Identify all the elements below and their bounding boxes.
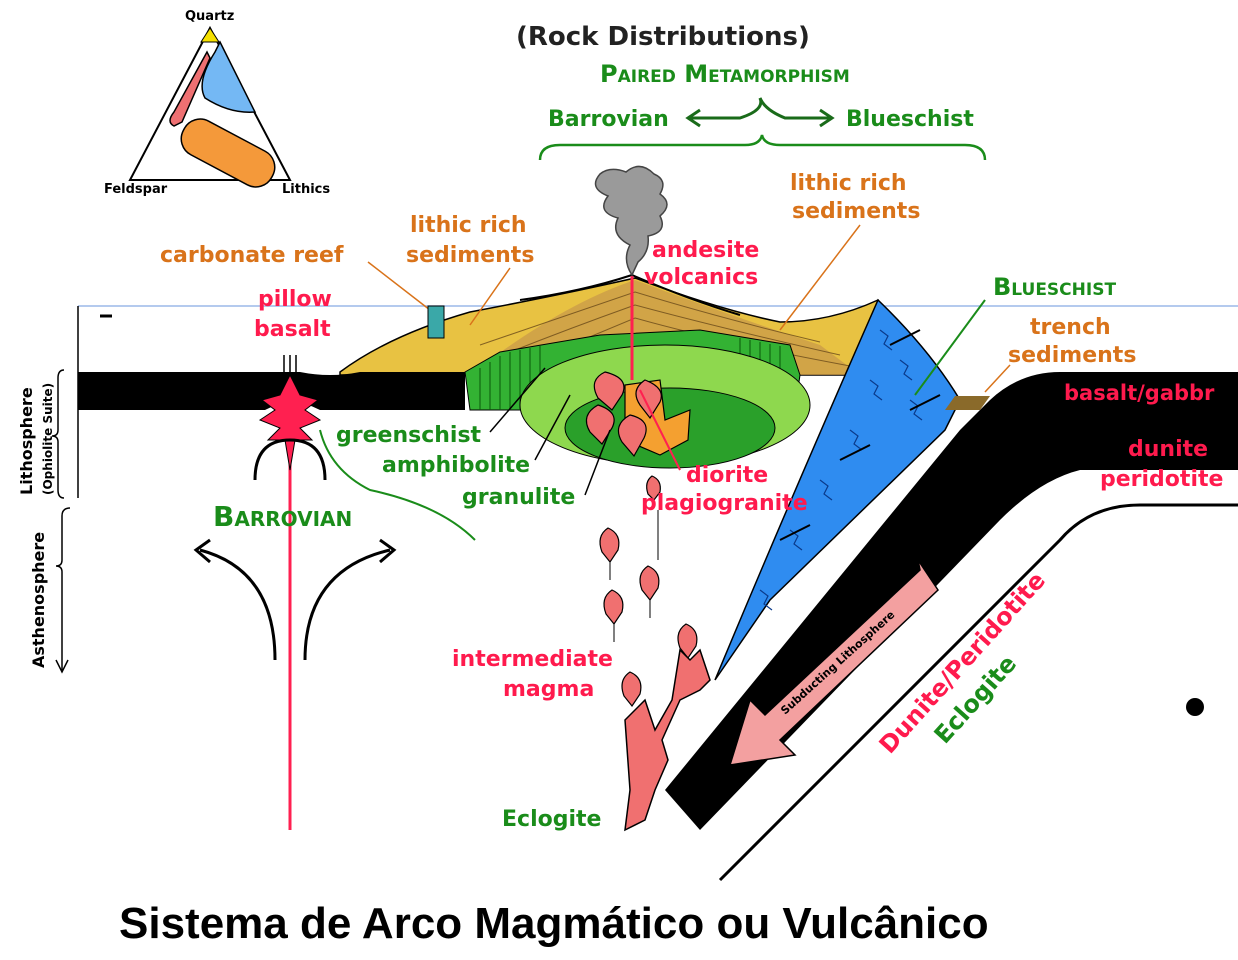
- basalt-gabbro-label: basalt/gabbr: [1064, 381, 1215, 405]
- magma-chamber: [585, 371, 691, 458]
- carbonate-reef-label: carbonate reef: [160, 243, 344, 268]
- barrovian-header-label: Barrovian: [548, 107, 669, 132]
- lithic-rich-right-label-1: lithic rich: [790, 171, 907, 196]
- pillow-label-2: basalt: [254, 317, 331, 342]
- intermediate-label-2: magma: [503, 677, 594, 702]
- lithic-rich-left-label-2: sediments: [406, 243, 534, 268]
- subduction-arrow: [728, 559, 939, 766]
- bullet-point: [1186, 698, 1204, 716]
- oceanic-crust-left: [78, 372, 465, 410]
- intermediate-label-1: intermediate: [452, 647, 613, 672]
- greenschist-label: greenschist: [336, 423, 482, 448]
- header-arrows: [685, 97, 835, 128]
- blueschist-header-label: Blueschist: [846, 107, 974, 132]
- ash-plume: [594, 165, 668, 277]
- header-brace: [538, 134, 987, 161]
- blueschist-wedge: [714, 298, 961, 681]
- ternary-diagram: Quartz Feldspar Lithics: [104, 9, 330, 197]
- amphibolite-label: amphibolite: [382, 453, 530, 478]
- ophiolite-label: (Ophiolite Suite): [41, 383, 55, 495]
- ternary-lithics-label: Lithics: [282, 182, 330, 197]
- convection-arrows: [193, 438, 397, 661]
- magma-blobs: [599, 475, 698, 708]
- blueschist-zone-label: Blueschist: [993, 273, 1116, 301]
- ternary-feldspar-label: Feldspar: [104, 182, 168, 197]
- trench-label-1: trench: [1030, 315, 1111, 340]
- eclogite-magma: [624, 648, 711, 832]
- ternary-quartz-label: Quartz: [185, 9, 234, 24]
- trench-label-2: sediments: [1008, 343, 1136, 368]
- andesite-label-2: volcanics: [644, 265, 758, 290]
- andesite-label-1: andesite: [652, 238, 759, 263]
- asthenosphere-label: Asthenosphere: [29, 532, 48, 668]
- eclogite-bottom-label: Eclogite: [502, 807, 601, 832]
- diorite-label: diorite: [686, 463, 768, 488]
- dunite-label-1: dunite: [1128, 437, 1208, 462]
- carbonate-reef: [427, 305, 445, 339]
- granulite-label: granulite: [462, 485, 575, 510]
- ridge-magma: [258, 373, 322, 471]
- dunite-label-2: peridotite: [1100, 467, 1223, 492]
- rock-distributions-title: (Rock Distributions): [516, 22, 810, 52]
- plagiogranite-label: plagiogranite: [641, 491, 808, 516]
- subducting-slab: [665, 372, 1238, 830]
- slab-base-outline: [718, 503, 1238, 882]
- lithic-rich-right-label-2: sediments: [792, 199, 920, 224]
- barrovian-zone-label: Barrovian: [213, 500, 352, 533]
- lithic-rich-left-label-1: lithic rich: [410, 213, 527, 238]
- trench-sediments: [945, 396, 990, 410]
- lithosphere-label: Lithosphere: [17, 387, 36, 495]
- paired-metamorphism-title: Paired Metamorphism: [600, 60, 850, 88]
- pillow-label-1: pillow: [258, 287, 332, 312]
- caption: Sistema de Arco Magmático ou Vulcânico: [119, 899, 989, 948]
